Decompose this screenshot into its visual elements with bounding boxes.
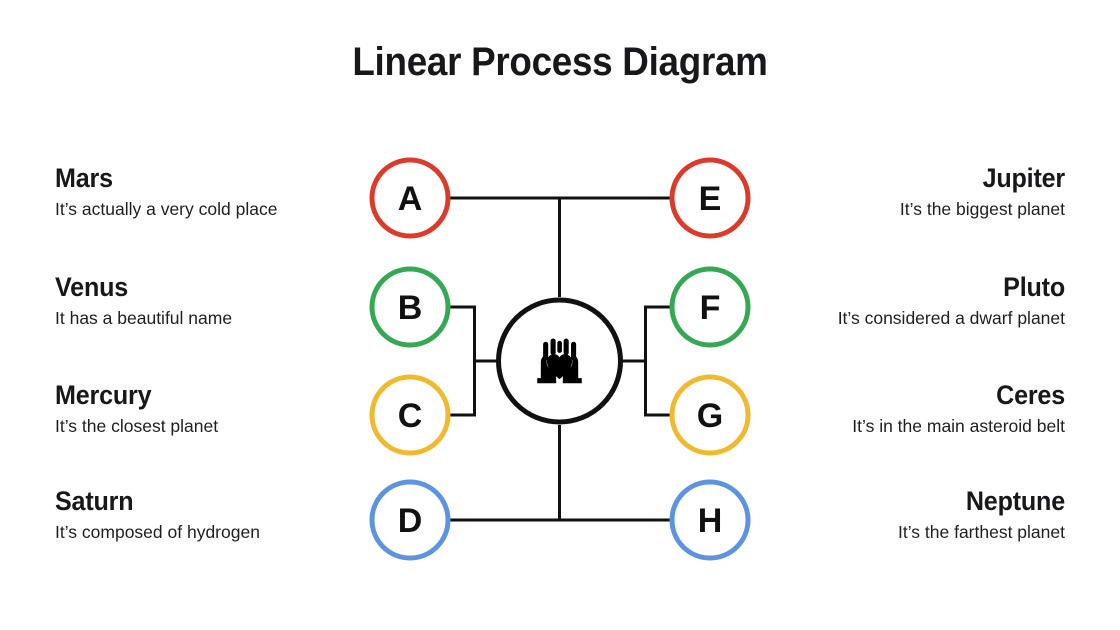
node-h[interactable]: H xyxy=(669,479,751,561)
label-title-saturn: Saturn xyxy=(55,486,134,516)
label-item-mars: Mars It’s actually a very cold place xyxy=(55,163,385,220)
node-ring-h xyxy=(669,479,751,561)
node-ring-b xyxy=(369,266,451,348)
connector-group-top xyxy=(450,196,670,297)
node-f[interactable]: F xyxy=(669,266,751,348)
center-hub[interactable] xyxy=(496,297,623,425)
label-item-ceres: Ceres It’s in the main asteroid belt xyxy=(735,380,1065,437)
right-label-column: Jupiter It’s the biggest planet Pluto It… xyxy=(735,0,1065,630)
left-label-column: Mars It’s actually a very cold place Ven… xyxy=(55,0,385,630)
page-title: Linear Process Diagram xyxy=(352,40,768,84)
label-desc-pluto: It’s considered a dwarf planet xyxy=(837,308,1065,328)
node-letter-d: D xyxy=(398,502,423,540)
label-title-pluto: Pluto xyxy=(1003,272,1065,302)
label-item-saturn: Saturn It’s composed of hydrogen xyxy=(55,486,385,543)
node-ring-c xyxy=(369,374,451,456)
node-ring-f xyxy=(669,266,751,348)
node-ring-d xyxy=(369,479,451,561)
node-letter-c: C xyxy=(398,397,423,435)
label-desc-saturn: It’s composed of hydrogen xyxy=(55,522,260,542)
connector-group-right-bracket xyxy=(621,305,670,417)
node-letter-e: E xyxy=(699,180,722,218)
node-layer: A B C D E F G H xyxy=(369,157,751,561)
label-title-ceres: Ceres xyxy=(996,380,1065,410)
node-ring-a xyxy=(369,157,451,239)
node-ring-g xyxy=(669,374,751,456)
node-letter-a: A xyxy=(398,180,423,218)
node-d[interactable]: D xyxy=(369,479,451,561)
connector-group-bottom xyxy=(450,425,670,522)
label-desc-venus: It has a beautiful name xyxy=(55,308,233,328)
node-ring-e xyxy=(669,157,751,239)
label-desc-ceres: It’s in the main asteroid belt xyxy=(852,416,1065,436)
label-item-neptune: Neptune It’s the farthest planet xyxy=(735,486,1065,543)
node-letter-g: G xyxy=(697,397,723,435)
label-item-pluto: Pluto It’s considered a dwarf planet xyxy=(735,272,1065,329)
node-letter-f: F xyxy=(700,289,721,327)
label-title-venus: Venus xyxy=(55,272,129,302)
label-item-venus: Venus It has a beautiful name xyxy=(55,272,385,329)
label-desc-neptune: It’s the farthest planet xyxy=(897,522,1065,542)
node-g[interactable]: G xyxy=(669,374,751,456)
label-desc-jupiter: It’s the biggest planet xyxy=(899,199,1065,219)
label-desc-mercury: It’s the closest planet xyxy=(55,416,219,436)
label-title-mercury: Mercury xyxy=(55,380,152,410)
node-a[interactable]: A xyxy=(369,157,451,239)
label-desc-mars: It’s actually a very cold place xyxy=(55,199,278,219)
node-letter-b: B xyxy=(398,289,423,327)
label-title-jupiter: Jupiter xyxy=(982,163,1066,193)
hands-holding-heart-icon xyxy=(537,338,582,384)
connector-group-left-bracket xyxy=(450,305,499,417)
node-c[interactable]: C xyxy=(369,374,451,456)
label-item-mercury: Mercury It’s the closest planet xyxy=(55,380,385,437)
node-letter-h: H xyxy=(698,502,723,540)
label-item-jupiter: Jupiter It’s the biggest planet xyxy=(735,163,1065,220)
label-title-neptune: Neptune xyxy=(965,486,1065,516)
node-e[interactable]: E xyxy=(669,157,751,239)
label-title-mars: Mars xyxy=(55,163,113,193)
node-b[interactable]: B xyxy=(369,266,451,348)
